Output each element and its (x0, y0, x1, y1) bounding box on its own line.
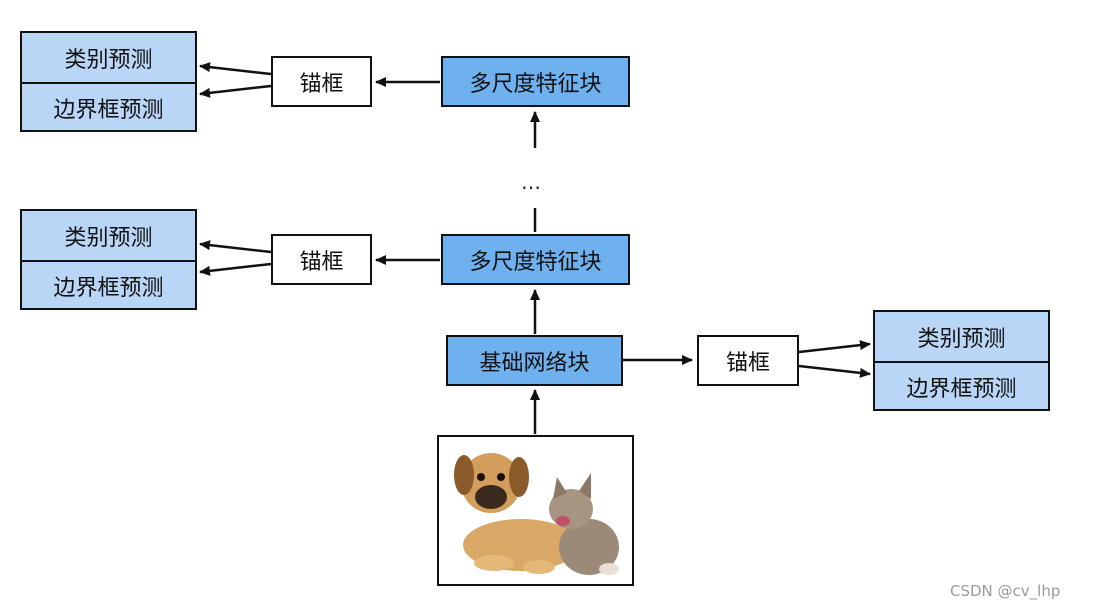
input-image (437, 435, 634, 586)
top-class-prediction: 类别预测 (64, 47, 153, 73)
base-network-block: 基础网络块 (446, 335, 623, 386)
puppy-front-leg (474, 555, 514, 571)
top-prediction-divider (22, 82, 195, 84)
puppy-front-leg-2 (523, 560, 555, 574)
puppy-kitten-illustration (454, 453, 619, 575)
arrow-top-anchor-to-class (199, 62, 272, 76)
kitten-mouth (556, 516, 570, 526)
base-prediction-stack: 类别预测 边界框预测 (873, 310, 1050, 411)
kitten-ear-left (553, 477, 567, 499)
puppy-eye-right (497, 473, 505, 481)
top-multiscale-block: 多尺度特征块 (441, 56, 630, 107)
top-prediction-stack: 类别预测 边界框预测 (20, 31, 197, 132)
puppy-ear-left (454, 455, 474, 495)
top-bbox-prediction: 边界框预测 (53, 98, 164, 123)
kitten-ear-right (579, 473, 591, 499)
arrow-base-anchor-to-class (798, 340, 871, 354)
watermark: CSDN @cv_lhp (950, 582, 1061, 600)
mid-anchor-box: 锚框 (271, 234, 372, 285)
base-class-prediction: 类别预测 (917, 326, 1006, 352)
kitten-paw (599, 563, 619, 575)
ellipsis: … (521, 170, 543, 194)
mid-prediction-stack: 类别预测 边界框预测 (20, 209, 197, 310)
base-bbox-prediction: 边界框预测 (906, 377, 1017, 402)
arrow-mid-anchor-to-class (199, 240, 272, 254)
kitten-body (559, 519, 619, 575)
arrow-mid-anchor-to-bbox (199, 262, 272, 276)
arrow-base-anchor-to-bbox (798, 364, 871, 378)
puppy-ear-right (509, 457, 529, 497)
arrow-top-anchor-to-bbox (199, 84, 272, 98)
mid-bbox-prediction: 边界框预测 (53, 276, 164, 301)
mid-multiscale-block: 多尺度特征块 (441, 234, 630, 285)
base-anchor-box: 锚框 (697, 335, 799, 386)
puppy-muzzle (475, 485, 507, 509)
mid-class-prediction: 类别预测 (64, 225, 153, 251)
puppy-eye-left (477, 473, 485, 481)
top-anchor-box: 锚框 (271, 56, 372, 107)
mid-prediction-divider (22, 260, 195, 262)
base-prediction-divider (875, 361, 1048, 363)
